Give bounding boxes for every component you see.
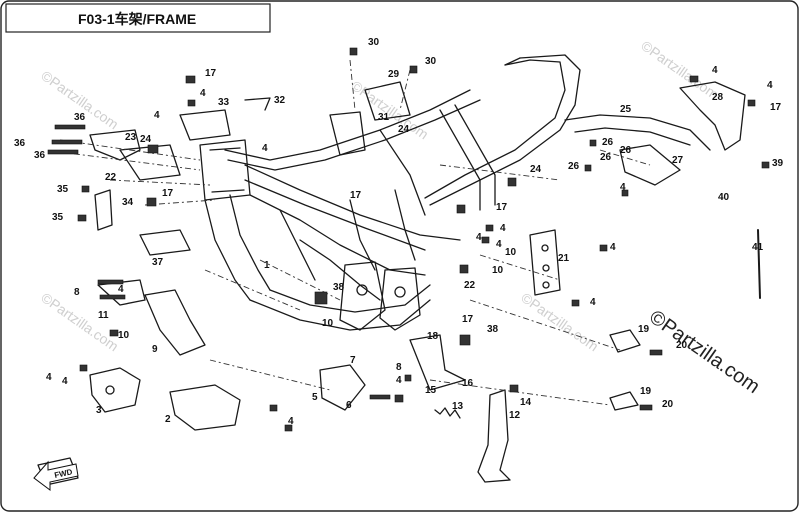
callout-22: 22 xyxy=(105,172,117,183)
callout-4: 4 xyxy=(396,375,402,386)
callout-4: 4 xyxy=(767,80,773,91)
callout-4: 4 xyxy=(712,65,718,76)
callout-11: 11 xyxy=(98,310,109,321)
callout-9: 9 xyxy=(152,344,158,355)
callout-8: 8 xyxy=(74,287,80,298)
callout-12: 12 xyxy=(509,410,521,421)
callout-4: 4 xyxy=(288,416,294,427)
callout-4: 4 xyxy=(46,372,52,383)
callout-4: 4 xyxy=(476,232,482,243)
callout-16: 16 xyxy=(462,378,474,389)
fasteners xyxy=(47,47,770,432)
callout-1: 1 xyxy=(264,260,270,271)
callout-6: 6 xyxy=(346,400,352,411)
callout-2: 2 xyxy=(165,414,171,425)
callout-19: 19 xyxy=(638,324,650,335)
callout-4: 4 xyxy=(200,88,206,99)
callout-4: 4 xyxy=(262,143,268,154)
callout-17: 17 xyxy=(205,68,217,79)
callout-26: 26 xyxy=(602,137,614,148)
callout-18: 18 xyxy=(427,331,439,342)
callout-4: 4 xyxy=(610,242,616,253)
callout-10: 10 xyxy=(322,318,334,329)
callout-17: 17 xyxy=(496,202,508,213)
callout-36: 36 xyxy=(14,138,26,149)
callout-32: 32 xyxy=(274,95,286,106)
callout-10: 10 xyxy=(492,265,504,276)
callout-4: 4 xyxy=(496,239,502,250)
callout-40: 40 xyxy=(718,192,730,203)
callout-17: 17 xyxy=(162,188,174,199)
callout-28: 28 xyxy=(712,92,724,103)
callout-7: 7 xyxy=(350,355,356,366)
callout-39: 39 xyxy=(772,158,784,169)
callout-36: 36 xyxy=(74,112,86,123)
callout-33: 33 xyxy=(218,97,230,108)
callout-37: 37 xyxy=(152,257,164,268)
callout-38: 38 xyxy=(487,324,499,335)
callout-27: 27 xyxy=(672,155,684,166)
callout-13: 13 xyxy=(452,401,464,412)
callout-20: 20 xyxy=(676,340,688,351)
callout-21: 21 xyxy=(558,253,570,264)
callout-34: 34 xyxy=(122,197,134,208)
callout-17: 17 xyxy=(350,190,362,201)
watermark-group: ©Partzilla.com ©Partzilla.com ©Partzilla… xyxy=(38,37,763,398)
callout-30: 30 xyxy=(425,56,437,67)
callout-38: 38 xyxy=(333,282,345,293)
watermark-text: ©Partzilla.com xyxy=(638,37,721,102)
callout-4: 4 xyxy=(62,376,68,387)
watermark-prominent: ©Partzilla.com xyxy=(645,306,763,398)
callout-24: 24 xyxy=(140,134,152,145)
callout-5: 5 xyxy=(312,392,318,403)
leader-lines xyxy=(59,59,651,406)
fwd-label: FWD xyxy=(54,467,74,480)
callout-30: 30 xyxy=(368,37,380,48)
callout-26: 26 xyxy=(620,145,632,156)
callout-group: 30 30 29 17 4 33 32 4 36 36 36 23 24 31 … xyxy=(14,37,784,427)
callout-10: 10 xyxy=(505,247,517,258)
callout-26: 26 xyxy=(568,161,580,172)
callout-26: 26 xyxy=(600,152,612,163)
callout-31: 31 xyxy=(378,112,390,123)
watermark-text: ©Partzilla.com xyxy=(348,77,431,142)
callout-24: 24 xyxy=(398,124,410,135)
callout-4: 4 xyxy=(500,223,506,234)
callout-22: 22 xyxy=(464,280,476,291)
callout-8: 8 xyxy=(396,362,402,373)
callout-3: 3 xyxy=(96,405,102,416)
callout-4: 4 xyxy=(118,284,124,295)
callout-24: 24 xyxy=(530,164,542,175)
callout-23: 23 xyxy=(125,132,137,143)
callout-4: 4 xyxy=(154,110,160,121)
callout-14: 14 xyxy=(520,397,532,408)
callout-15: 15 xyxy=(425,385,437,396)
callout-19: 19 xyxy=(640,386,652,397)
callout-29: 29 xyxy=(388,69,400,80)
callout-4: 4 xyxy=(620,182,626,193)
diagram-title: F03-1车架/FRAME xyxy=(78,11,196,27)
callout-36: 36 xyxy=(34,150,46,161)
callout-35: 35 xyxy=(52,212,64,223)
callout-17: 17 xyxy=(462,314,474,325)
callout-25: 25 xyxy=(620,104,632,115)
callout-4: 4 xyxy=(590,297,596,308)
callout-10: 10 xyxy=(118,330,130,341)
fwd-arrow-icon: FWD xyxy=(33,460,79,491)
title-box: F03-1车架/FRAME xyxy=(5,3,271,33)
callout-41: 41 xyxy=(752,242,764,253)
callout-20: 20 xyxy=(662,399,674,410)
callout-35: 35 xyxy=(57,184,69,195)
callout-17: 17 xyxy=(770,102,782,113)
